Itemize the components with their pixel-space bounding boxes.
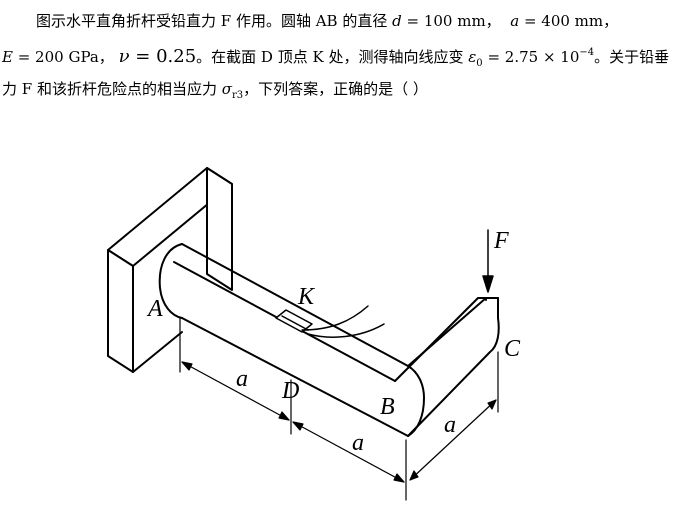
label-a-dim-1: a [236,366,248,392]
label-a: A [146,296,163,322]
dimension-lines [179,317,499,501]
label-a-dim-3: a [444,412,456,438]
label-k: K [297,284,316,310]
length-symbol: a [510,12,520,30]
strain-exponent: −4 [579,47,595,58]
diameter-symbol: d [392,12,402,30]
label-f: F [493,228,509,254]
label-a-dim-2: a [352,430,364,456]
modulus-value: = 200 GPa， [12,48,114,66]
strain-subscript: 0 [476,58,483,69]
label-c: C [504,336,521,362]
wall-support [107,167,233,373]
problem-line-2: E = 200 GPa， ν = 0.25。在截面 D 顶点 K 处，测得轴向线… [2,46,669,69]
arm-bc [394,297,500,437]
label-d: D [281,378,299,404]
line2-tail: 。关于铅垂 [594,48,670,66]
label-b: B [380,394,395,420]
strain-symbol: ε [468,48,477,66]
load-arrow [482,229,494,293]
problem-line-3: 力 F 和该折杆危险点的相当应力 σr3，下列答案，正确的是（ ） [2,78,428,101]
strain-value: = 2.75 × 10 [482,48,580,66]
line3-tail: ，下列答案，正确的是（ ） [243,80,428,98]
poisson-value: = 0.25 [129,46,197,67]
diameter-value: = 100 mm， [401,12,501,30]
stress-symbol: σ [221,80,232,98]
line2-text: 。在截面 D 顶点 K 处，测得轴向线应变 [196,48,469,66]
length-value: = 400 mm， [519,12,619,30]
poisson-symbol: ν [118,46,130,67]
line3-text: 力 F 和该折杆危险点的相当应力 [2,80,222,98]
strain-gauge [275,305,385,338]
line1-text: 图示水平直角折杆受铅直力 F 作用。圆轴 AB 的直径 [36,12,393,30]
problem-line-1: 图示水平直角折杆受铅直力 F 作用。圆轴 AB 的直径 d = 100 mm， … [36,10,618,31]
modulus-symbol: E [2,48,13,66]
stress-subscript: r3 [231,90,244,101]
